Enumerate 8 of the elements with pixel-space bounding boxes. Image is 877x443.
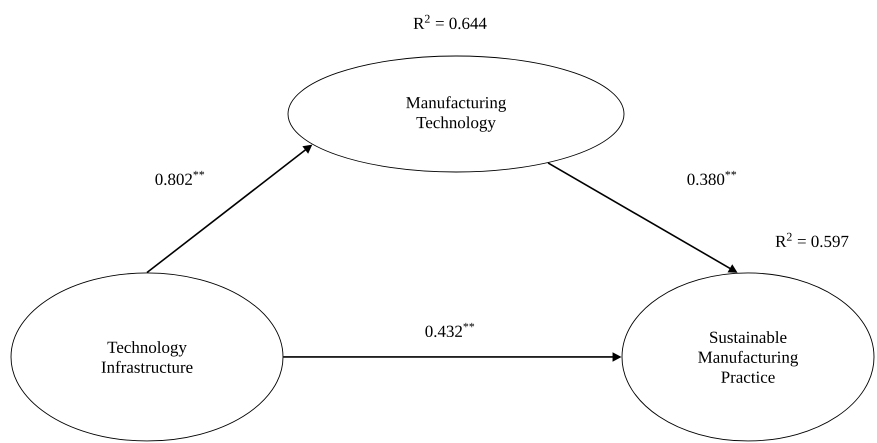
edge-label: 0.802$^{**}$ (154, 170, 206, 186)
ellipse-node: Technology Infrastructure (10, 272, 284, 442)
edge-label: 0.380$^{**}$ (686, 170, 738, 186)
r-squared-label: R$^{2}$ = 0.644 (414, 14, 487, 30)
ellipse-node: Manufacturing Technology (288, 56, 624, 172)
ellipse-node: Sustainable Manufacturing Practice (622, 272, 874, 442)
edge-label: 0.432$^{**}$ (424, 322, 476, 338)
r-squared-label: R$^{2}$ = 0.597 (776, 232, 848, 248)
